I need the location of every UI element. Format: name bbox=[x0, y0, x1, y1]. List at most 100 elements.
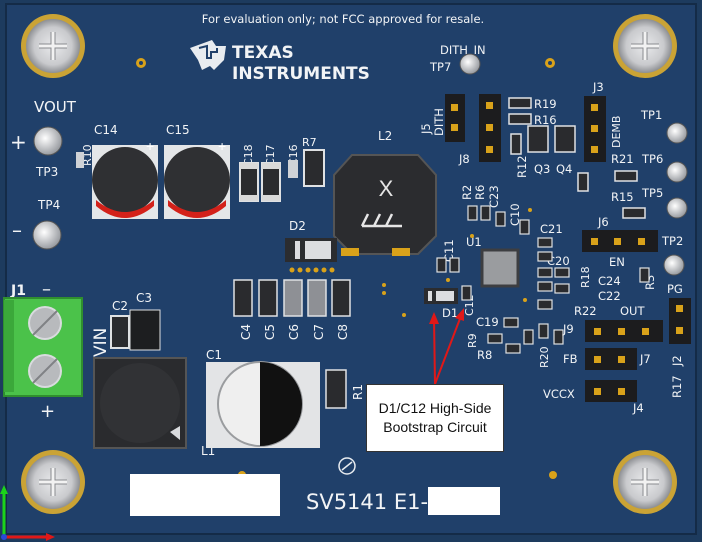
c1-label: C1 bbox=[206, 348, 222, 362]
c14-label: C14 bbox=[94, 123, 118, 137]
blank-label-area bbox=[130, 474, 280, 516]
capacitor-c1 bbox=[206, 361, 320, 448]
inductor-l2: X bbox=[333, 154, 437, 256]
svg-text:+: + bbox=[218, 138, 226, 154]
j7-label: J7 bbox=[639, 352, 651, 366]
r17-label: R17 bbox=[670, 375, 684, 398]
tp4-label: TP4 bbox=[37, 198, 60, 212]
diode-d2 bbox=[285, 238, 337, 262]
bootstrap-callout: D1/C12 High-Side Bootstrap Circuit bbox=[366, 384, 504, 452]
r18-label: R18 bbox=[579, 266, 592, 288]
axis-triad-icon bbox=[0, 485, 55, 541]
inductor-l1 bbox=[93, 357, 187, 449]
r9-label: R9 bbox=[466, 333, 479, 348]
svg-text:+: + bbox=[146, 138, 154, 154]
header-j3[interactable] bbox=[584, 96, 606, 162]
j8-label: J8 bbox=[458, 152, 470, 166]
c18-label: C18 bbox=[242, 144, 255, 166]
vin-label: VIN bbox=[91, 328, 111, 357]
r12-label: R12 bbox=[515, 155, 529, 178]
c17-label: C17 bbox=[264, 144, 277, 166]
tp3-label: TP3 bbox=[35, 165, 58, 179]
r1-label: R1 bbox=[351, 384, 365, 400]
header-j4[interactable] bbox=[585, 380, 637, 402]
r22-label: R22 bbox=[574, 304, 597, 318]
header-j2[interactable] bbox=[669, 298, 691, 344]
c22-label: C22 bbox=[598, 289, 621, 303]
plus-sign: + bbox=[10, 130, 27, 154]
c21-label: C21 bbox=[540, 222, 563, 236]
l2-label: L2 bbox=[378, 129, 392, 143]
r16-label: R16 bbox=[534, 113, 557, 127]
c23-label: C23 bbox=[487, 185, 501, 208]
c20-label: C20 bbox=[547, 254, 570, 268]
part-number: SV5141 E1- bbox=[306, 490, 428, 514]
test-point-tp7[interactable] bbox=[459, 53, 481, 75]
r7-label: R7 bbox=[302, 136, 317, 149]
j4-label: J4 bbox=[632, 401, 644, 415]
j1-label: J1 bbox=[10, 283, 26, 299]
test-point-tp3[interactable] bbox=[33, 126, 63, 156]
dith-in-label: DITH_IN bbox=[440, 43, 486, 57]
diode-d1 bbox=[424, 288, 458, 304]
r15-label: R15 bbox=[611, 190, 634, 204]
c4-label: C4 bbox=[239, 324, 253, 340]
tp6-label: TP6 bbox=[641, 152, 663, 166]
brand-texas: TEXAS bbox=[232, 43, 294, 63]
q3-label: Q3 bbox=[534, 162, 550, 176]
test-point-tp5[interactable] bbox=[666, 197, 688, 219]
tp5-label: TP5 bbox=[641, 186, 663, 200]
c7-label: C7 bbox=[312, 324, 326, 340]
c11-label: C11 bbox=[442, 239, 456, 262]
plus-left-sign: + bbox=[40, 401, 55, 422]
header-j7[interactable] bbox=[585, 348, 637, 370]
j2-label: J2 bbox=[670, 355, 684, 367]
test-point-tp6[interactable] bbox=[666, 161, 688, 183]
capacitor-c14: + bbox=[92, 138, 158, 219]
r19-label: R19 bbox=[534, 97, 557, 111]
c5-label: C5 bbox=[263, 324, 277, 340]
r6-label: R6 bbox=[473, 185, 487, 200]
header-j5[interactable] bbox=[445, 94, 465, 142]
minus-left-sign: – bbox=[42, 279, 51, 300]
tp2-label: TP2 bbox=[661, 234, 683, 248]
tp1-label: TP1 bbox=[640, 108, 662, 122]
pg-label: PG bbox=[667, 282, 683, 296]
screw-icon bbox=[613, 14, 677, 78]
r2-label: R2 bbox=[460, 185, 474, 200]
esd-icon bbox=[338, 457, 356, 475]
ti-logo-icon bbox=[190, 40, 226, 70]
r20-label: R20 bbox=[538, 346, 551, 368]
c2-label: C2 bbox=[112, 299, 128, 313]
c10-label: C10 bbox=[508, 203, 522, 226]
c6-label: C6 bbox=[287, 324, 301, 340]
c8-label: C8 bbox=[336, 324, 350, 340]
c3-label: C3 bbox=[136, 291, 152, 305]
callout-line-2: Bootstrap Circuit bbox=[383, 419, 487, 435]
callout-line-1: D1/C12 High-Side bbox=[378, 400, 492, 416]
screw-icon bbox=[21, 450, 85, 514]
serial-label-area bbox=[428, 487, 500, 515]
terminal-block-j1[interactable] bbox=[3, 297, 83, 397]
j9-label: J9 bbox=[562, 322, 574, 336]
q4-label: Q4 bbox=[556, 162, 572, 176]
ic-u1 bbox=[480, 248, 520, 288]
fb-label: FB bbox=[563, 352, 578, 366]
demb-label: DEMB bbox=[610, 116, 623, 148]
r21-label: R21 bbox=[611, 152, 634, 166]
header-j8[interactable] bbox=[479, 94, 501, 162]
test-point-tp1[interactable] bbox=[666, 122, 688, 144]
test-point-tp4[interactable] bbox=[32, 220, 62, 250]
vout-label: VOUT bbox=[34, 98, 77, 116]
brand-instruments: INSTRUMENTS bbox=[232, 64, 370, 84]
test-point-tp2[interactable] bbox=[663, 254, 685, 276]
dith-label: DITH bbox=[432, 108, 446, 136]
d1-label: D1 bbox=[442, 306, 458, 320]
tp7-label: TP7 bbox=[429, 60, 451, 74]
header-j9[interactable] bbox=[585, 320, 663, 342]
j5-label: J5 bbox=[419, 123, 433, 135]
r8-label: R8 bbox=[477, 348, 492, 362]
header-j6[interactable] bbox=[582, 230, 658, 252]
u1-label: U1 bbox=[466, 235, 482, 249]
